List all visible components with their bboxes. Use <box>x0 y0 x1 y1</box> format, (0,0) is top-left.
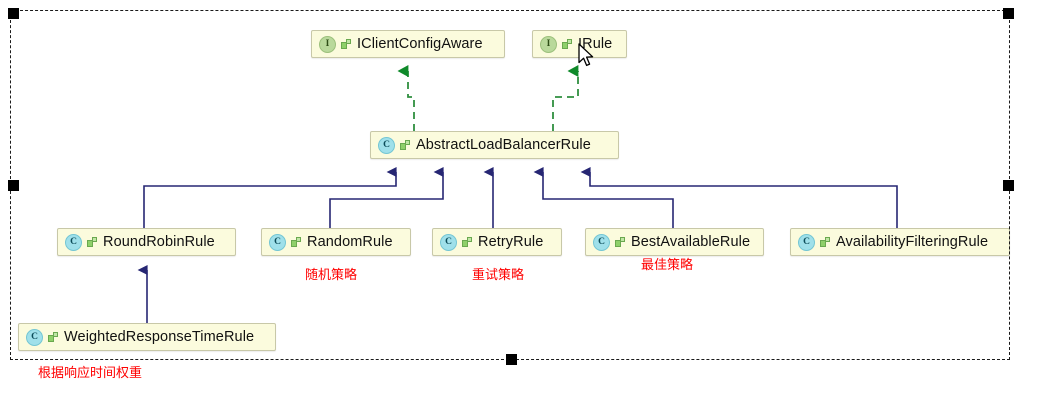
annotation-best-strategy: 最佳策略 <box>641 258 694 273</box>
uml-node-label: AbstractLoadBalancerRule <box>416 136 591 153</box>
uml-node-abstractloadbalancerrule[interactable]: C AbstractLoadBalancerRule <box>370 131 619 159</box>
link-abstractloadbalancerrule-implements-iclientconfigaware <box>397 65 415 131</box>
annotation-weighted-response-time: 根据响应时间权重 <box>38 366 143 381</box>
handle-top-right[interactable] <box>1003 8 1014 19</box>
interface-badge-icon: I <box>319 35 336 53</box>
uml-node-randomrule[interactable]: C RandomRule <box>261 228 411 256</box>
uml-node-label: BestAvailableRule <box>631 233 751 250</box>
interface-badge-icon: I <box>540 35 557 53</box>
uml-node-label: RetryRule <box>478 233 544 250</box>
visibility-key-icon <box>86 236 97 248</box>
uml-node-label: RoundRobinRule <box>103 233 215 250</box>
visibility-key-icon <box>819 236 830 248</box>
uml-node-label: IClientConfigAware <box>357 35 483 52</box>
class-badge-icon: C <box>65 233 82 251</box>
class-badge-icon: C <box>798 233 815 251</box>
selection-frame <box>10 10 1010 360</box>
visibility-key-icon <box>290 236 301 248</box>
visibility-key-icon <box>399 139 410 151</box>
link-roundrobinrule-extends-abstractloadbalancerrule <box>143 167 397 228</box>
uml-node-irule[interactable]: I IRule <box>532 30 627 58</box>
link-bestavailablerule-extends-abstractloadbalancerrule <box>533 167 674 228</box>
visibility-key-icon <box>340 38 351 50</box>
link-randomrule-extends-abstractloadbalancerrule <box>329 167 444 228</box>
uml-node-roundrobinrule[interactable]: C RoundRobinRule <box>57 228 236 256</box>
uml-node-retryrule[interactable]: C RetryRule <box>432 228 562 256</box>
class-badge-icon: C <box>593 233 610 251</box>
handle-middle-right[interactable] <box>1003 180 1014 191</box>
annotation-random-strategy: 随机策略 <box>305 268 358 283</box>
visibility-key-icon <box>614 236 625 248</box>
handle-middle-left[interactable] <box>8 180 19 191</box>
link-availabilityfilteringrule-extends-abstractloadbalancerrule <box>580 167 898 228</box>
link-abstractloadbalancerrule-implements-irule <box>552 65 579 131</box>
handle-bottom-center[interactable] <box>506 354 517 365</box>
class-badge-icon: C <box>26 328 43 346</box>
uml-node-label: RandomRule <box>307 233 393 250</box>
uml-node-availabilityfilteringrule[interactable]: C AvailabilityFilteringRule <box>790 228 1010 256</box>
uml-node-label: WeightedResponseTimeRule <box>64 328 255 345</box>
visibility-key-icon <box>47 331 58 343</box>
class-badge-icon: C <box>378 136 395 154</box>
visibility-key-icon <box>561 38 572 50</box>
class-badge-icon: C <box>440 233 457 251</box>
uml-node-weightedresponsetimerule[interactable]: C WeightedResponseTimeRule <box>18 323 276 351</box>
class-badge-icon: C <box>269 233 286 251</box>
uml-node-label: IRule <box>578 35 613 52</box>
annotation-retry-strategy: 重试策略 <box>472 268 525 283</box>
uml-node-iclientconfigaware[interactable]: I IClientConfigAware <box>311 30 505 58</box>
uml-node-bestavailablerule[interactable]: C BestAvailableRule <box>585 228 764 256</box>
handle-top-left[interactable] <box>8 8 19 19</box>
uml-node-label: AvailabilityFilteringRule <box>836 233 989 250</box>
visibility-key-icon <box>461 236 472 248</box>
